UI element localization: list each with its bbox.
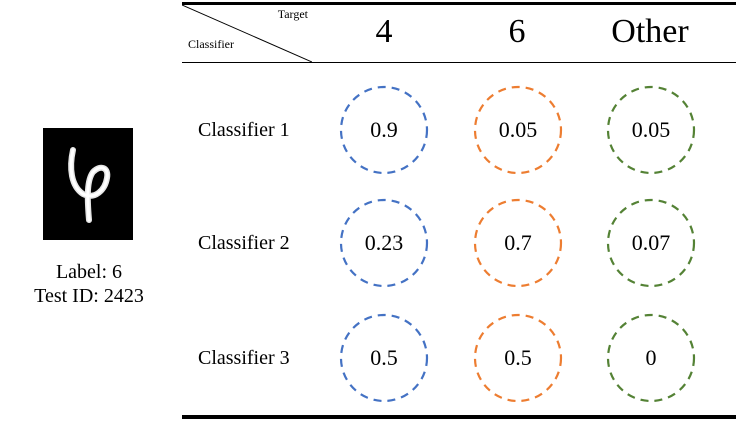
cell-r1-c1: 0.9: [339, 85, 429, 175]
dashed-circle-green: [606, 313, 696, 403]
dashed-circle-blue: [339, 313, 429, 403]
dashed-circle-orange: [473, 85, 563, 175]
corner-target-label: Target: [277, 7, 308, 21]
test-id-text: Test ID: 2423: [34, 285, 144, 307]
dashed-circle-blue: [339, 85, 429, 175]
dashed-circle-green: [606, 198, 696, 288]
dashed-circle-orange: [473, 198, 563, 288]
column-header-other: Other: [611, 13, 689, 50]
probability-value: 0.5: [504, 345, 532, 370]
probability-value: 0.9: [370, 117, 398, 142]
cell-r3-c2: 0.5: [473, 313, 563, 403]
probability-value: 0.05: [498, 117, 538, 142]
row-label-classifier-3: Classifier 3: [198, 347, 290, 369]
cell-r3-c1: 0.5: [339, 313, 429, 403]
cell-r2-c3: 0.07: [606, 198, 696, 288]
probability-value: 0.05: [631, 117, 671, 142]
row-label-classifier-2: Classifier 2: [198, 232, 290, 254]
cell-r1-c2: 0.05: [473, 85, 563, 175]
handwritten-digit-image: [43, 128, 133, 240]
column-header-4: 4: [375, 13, 393, 50]
cell-r2-c2: 0.7: [473, 198, 563, 288]
corner-classifier-label: Classifier: [188, 37, 234, 51]
cell-r3-c3: 0: [606, 313, 696, 403]
probability-value: 0.23: [364, 230, 404, 255]
header-corner-cell: Target Classifier: [182, 5, 312, 62]
table-header-rule: [182, 62, 736, 63]
cell-r2-c1: 0.23: [339, 198, 429, 288]
cell-r1-c3: 0.05: [606, 85, 696, 175]
dashed-circle-blue: [339, 198, 429, 288]
probability-value: 0.07: [631, 230, 671, 255]
row-label-classifier-1: Classifier 1: [198, 119, 290, 141]
probability-value: 0.7: [504, 230, 532, 255]
probability-value: 0.5: [370, 345, 398, 370]
dashed-circle-orange: [473, 313, 563, 403]
label-text: Label: 6: [55, 261, 123, 283]
column-header-6: 6: [508, 13, 526, 50]
table-bottom-rule: [182, 415, 736, 419]
dashed-circle-green: [606, 85, 696, 175]
probability-value: 0: [645, 345, 657, 370]
sample-caption: Label: 6 Test ID: 2423: [0, 260, 178, 308]
table-top-rule: [182, 2, 736, 5]
